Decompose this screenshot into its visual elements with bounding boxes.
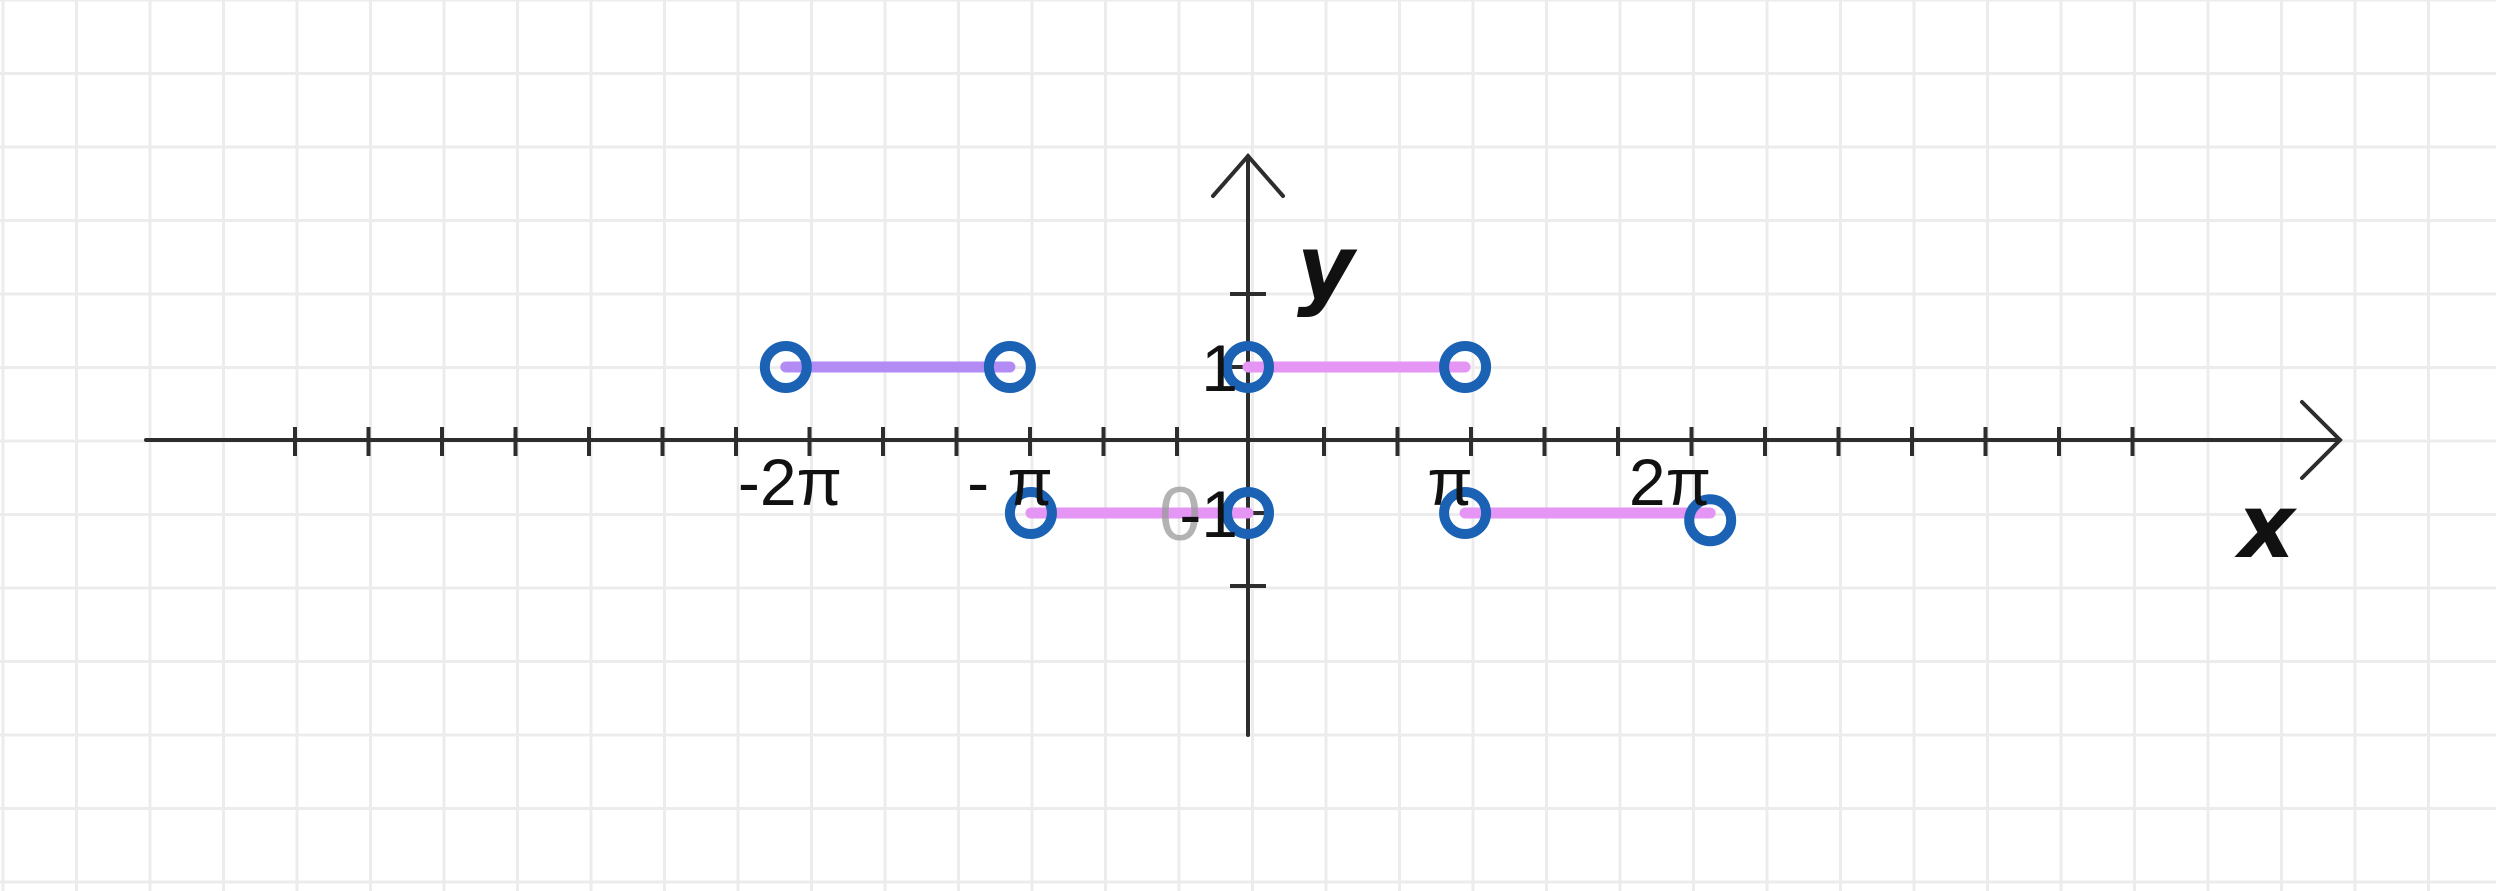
y-tick-label: 1	[1201, 331, 1238, 405]
x-tick-label: 2π	[1629, 445, 1711, 519]
open-point	[983, 341, 1036, 393]
x-axis-name: x	[2234, 475, 2298, 578]
x-tick-label: π	[1427, 445, 1473, 519]
open-point	[1222, 341, 1274, 393]
x-tick-label: - π	[967, 445, 1053, 519]
open-point	[1004, 487, 1057, 539]
open-point	[1439, 487, 1492, 539]
axes	[144, 152, 2343, 737]
x-tick-label: -2π	[738, 445, 842, 519]
y-tick-label: -1	[1179, 477, 1238, 551]
open-point	[1439, 341, 1492, 393]
y-axis-arrowhead	[1211, 152, 1285, 198]
open-points	[759, 341, 1737, 547]
labels: x y 0 -2π - π π 2π 1 -1	[738, 216, 2298, 578]
y-axis-name: y	[1297, 216, 1358, 319]
segments	[780, 361, 1716, 519]
open-point	[759, 341, 812, 393]
x-axis-arrowhead	[2300, 400, 2343, 480]
open-point	[1684, 494, 1737, 547]
origin-label: 0	[1159, 472, 1201, 557]
open-point	[1222, 487, 1274, 539]
